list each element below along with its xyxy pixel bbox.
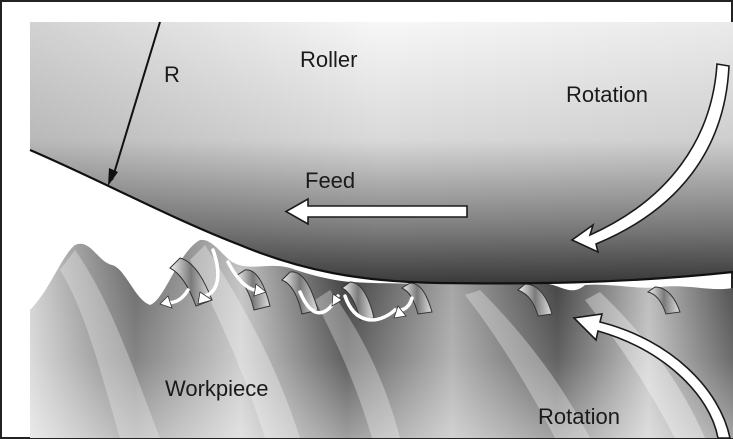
radius-label: R [164, 62, 180, 87]
roller-label: Roller [300, 47, 357, 72]
workpiece-label: Workpiece [165, 376, 269, 401]
feed-label: Feed [305, 168, 355, 193]
rotation-label-top: Rotation [566, 82, 648, 107]
rotation-label-bottom: Rotation [538, 404, 620, 429]
